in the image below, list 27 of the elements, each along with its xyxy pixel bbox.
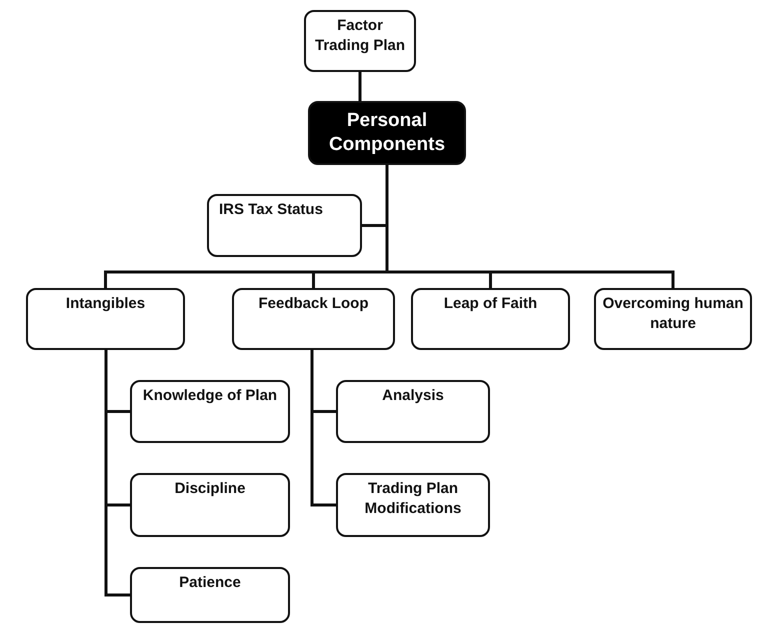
box-label: Analysis	[382, 386, 444, 406]
highlighted-box	[308, 101, 466, 165]
rounded-box	[411, 288, 570, 350]
rounded-box	[594, 288, 752, 350]
box-label: Discipline	[174, 479, 246, 498]
connector-line	[386, 165, 674, 288]
box-label: IRS Tax Status	[219, 200, 323, 220]
rounded-box	[232, 288, 395, 350]
box-label: Intangibles	[66, 294, 146, 314]
rounded-box	[207, 194, 362, 257]
rounded-box	[336, 380, 490, 443]
box-label: Feedback Loop	[258, 294, 369, 314]
box-label: Trading Plan Modifications	[364, 479, 462, 518]
rounded-box	[130, 380, 290, 443]
box-label: Leap of Faith	[444, 294, 538, 314]
rounded-box	[130, 473, 290, 537]
connector-line	[358, 72, 362, 101]
rounded-box	[304, 10, 416, 72]
rounded-box	[130, 567, 290, 623]
rounded-box	[26, 288, 185, 350]
rounded-box	[336, 473, 490, 537]
box-label: Patience	[179, 573, 241, 592]
box-label: Personal Components	[328, 109, 446, 156]
box-label: Overcoming human nature	[602, 294, 744, 333]
box-label: Knowledge of Plan	[142, 386, 278, 406]
connector-line	[104, 350, 130, 596]
box-label: Factor Trading Plan	[314, 16, 406, 55]
